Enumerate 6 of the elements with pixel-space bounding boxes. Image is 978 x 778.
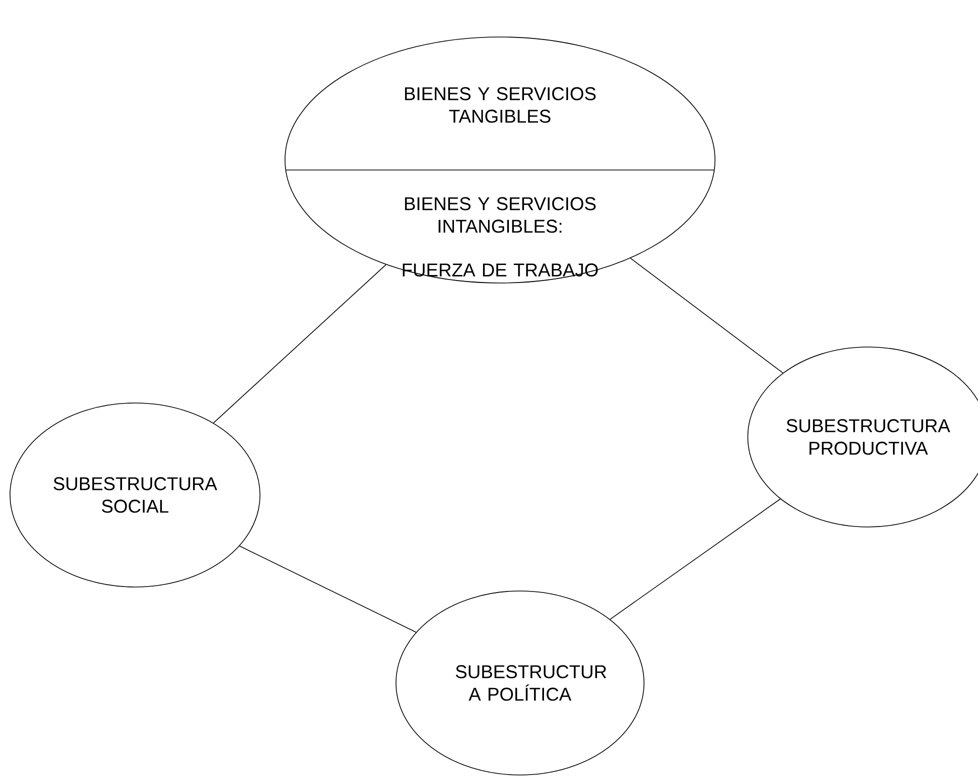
connector-line — [610, 498, 781, 620]
connector-line — [630, 258, 784, 374]
connector-line — [213, 264, 386, 424]
ellipse-node: SUBESTRUCTUR A POLÍTICA — [396, 590, 644, 776]
ellipse-node: SUBESTRUCTURA SOCIAL — [10, 402, 260, 588]
connector-line — [239, 546, 416, 633]
